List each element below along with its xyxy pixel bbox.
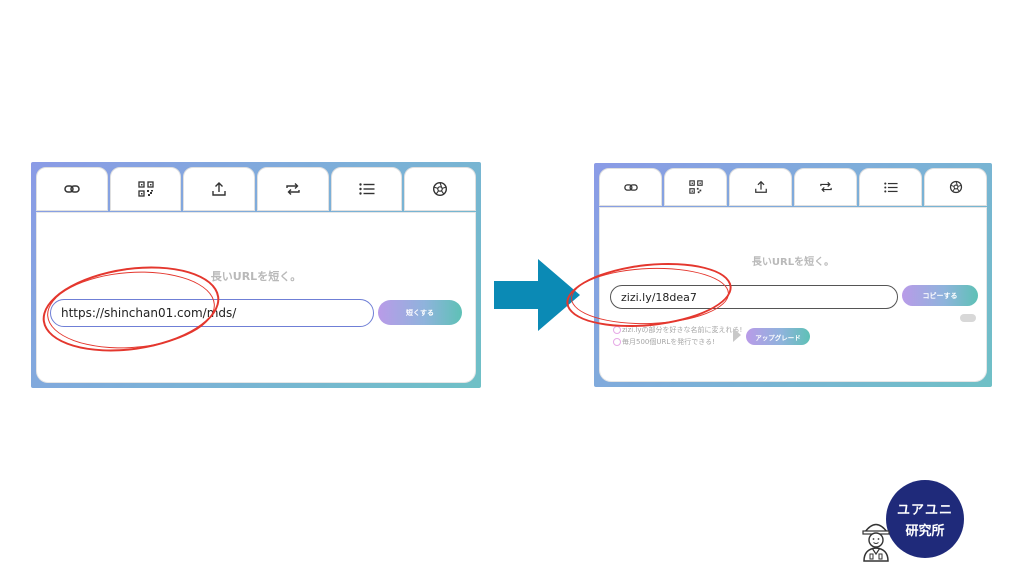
brand-name-line2: 研究所	[905, 524, 945, 539]
tab-repeat[interactable]	[794, 168, 857, 206]
feature-note-monthly-limit: 毎月500個URLを発行できる!	[622, 338, 715, 346]
result-card: 長いURLを短く。 zizi.ly/18dea7 コピーする zizi.lyの部…	[599, 207, 987, 382]
list-icon	[883, 182, 898, 192]
tab-settings[interactable]	[404, 167, 477, 211]
link-icon	[64, 185, 80, 193]
tab-list[interactable]	[330, 167, 403, 211]
tab-upload[interactable]	[183, 167, 256, 211]
toggle-switch[interactable]	[960, 314, 976, 322]
link-icon	[623, 183, 638, 191]
tab-bar	[36, 167, 477, 211]
qr-code-icon	[688, 180, 703, 194]
feature-note-custom-domain: zizi.lyの部分を好きな名前に変えれる!	[622, 326, 743, 334]
shorten-button[interactable]: 短くする	[378, 300, 462, 325]
upload-icon	[754, 180, 767, 193]
tab-link[interactable]	[36, 167, 108, 211]
arrow-right-icon	[494, 259, 580, 331]
before-screenshot-panel: 長いURLを短く。 https://shinchan01.com/mds/ 短く…	[31, 162, 481, 388]
feature-bullet-icon	[613, 338, 621, 346]
long-url-input[interactable]: https://shinchan01.com/mds/	[50, 299, 374, 327]
tab-list[interactable]	[859, 168, 922, 206]
brand-badge: ユアユニ 研究所	[886, 480, 964, 558]
copy-button[interactable]: コピーする	[902, 285, 978, 306]
upload-icon	[212, 182, 226, 196]
list-icon	[358, 183, 375, 195]
repeat-icon	[286, 183, 300, 195]
after-screenshot-panel: 長いURLを短く。 zizi.ly/18dea7 コピーする zizi.lyの部…	[594, 163, 992, 387]
settings-wheel-icon	[949, 180, 962, 194]
tab-qr-code[interactable]	[664, 168, 727, 206]
tab-bar	[599, 168, 987, 206]
upgrade-button[interactable]: アップグレード	[746, 328, 810, 345]
shorten-card: 長いURLを短く。 https://shinchan01.com/mds/ 短く…	[36, 212, 476, 383]
tab-upload[interactable]	[729, 168, 792, 206]
tab-settings[interactable]	[924, 168, 987, 206]
settings-wheel-icon	[433, 181, 448, 197]
page-headline: 長いURLを短く。	[751, 257, 835, 268]
worker-mascot-icon	[862, 523, 890, 562]
tab-qr-code[interactable]	[109, 167, 182, 211]
qr-code-icon	[137, 181, 154, 197]
repeat-icon	[819, 181, 832, 193]
feature-bullet-icon	[613, 326, 621, 334]
play-triangle-icon	[733, 328, 741, 342]
page-headline: 長いURLを短く。	[210, 270, 302, 283]
tab-link[interactable]	[599, 168, 662, 206]
brand-name-line1: ユアユニ	[896, 503, 953, 518]
short-url-output[interactable]: zizi.ly/18dea7	[610, 285, 898, 309]
tab-repeat[interactable]	[257, 167, 329, 211]
